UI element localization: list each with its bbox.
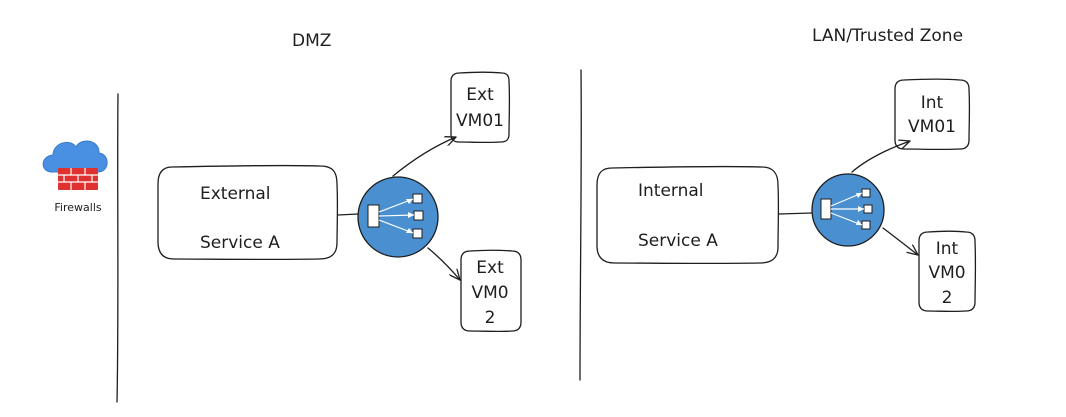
lan-load-balancer-icon [811,173,885,247]
ext-vm01-label-line2: VM01 [456,111,504,131]
internal-service-label-line2: Service A [638,231,718,251]
int-vm02-label-line2: VM0 [928,263,965,283]
lan-service-to-lb-connector [778,212,813,215]
int-vm02-label-line1: Int [936,239,959,259]
zone-divider-line [579,69,582,381]
internal-service-label-line1: Internal [638,181,704,201]
dmz-load-balancer-icon [357,176,439,258]
int-vm02-box [918,230,977,313]
lan-zone-label: LAN/Trusted Zone [812,26,963,46]
ext-vm02-label-line3: 2 [485,308,496,328]
ext-vm02-box [460,249,522,333]
ext-vm02-label-line1: Ext [476,258,504,278]
dmz-lb-to-vm02-arrow [427,247,461,281]
dmz-lb-to-vm01-arrow [392,137,457,177]
int-vm02-label-line3: 2 [942,288,953,308]
ext-vm02-label-line2: VM0 [471,283,508,303]
external-service-label-line2: Service A [200,233,280,253]
ext-vm01-label-line1: Ext [466,85,494,105]
external-service-box [157,164,339,261]
internal-service-box [596,165,780,265]
firewall-divider-line [116,93,119,403]
firewall-label: Firewalls [54,201,101,214]
int-vm01-label-line2: VM01 [908,117,956,137]
cloud-firewall-icon [42,140,108,190]
int-vm01-label-line1: Int [921,93,944,113]
dmz-zone-label: DMZ [292,31,331,51]
external-service-label-line1: External [200,184,271,204]
ext-vm01-box [450,71,511,144]
lan-lb-to-vm02-arrow [882,227,919,256]
lan-lb-to-vm01-arrow [851,141,911,173]
dmz-service-to-lb-connector [337,213,359,216]
int-vm01-box [894,78,971,151]
